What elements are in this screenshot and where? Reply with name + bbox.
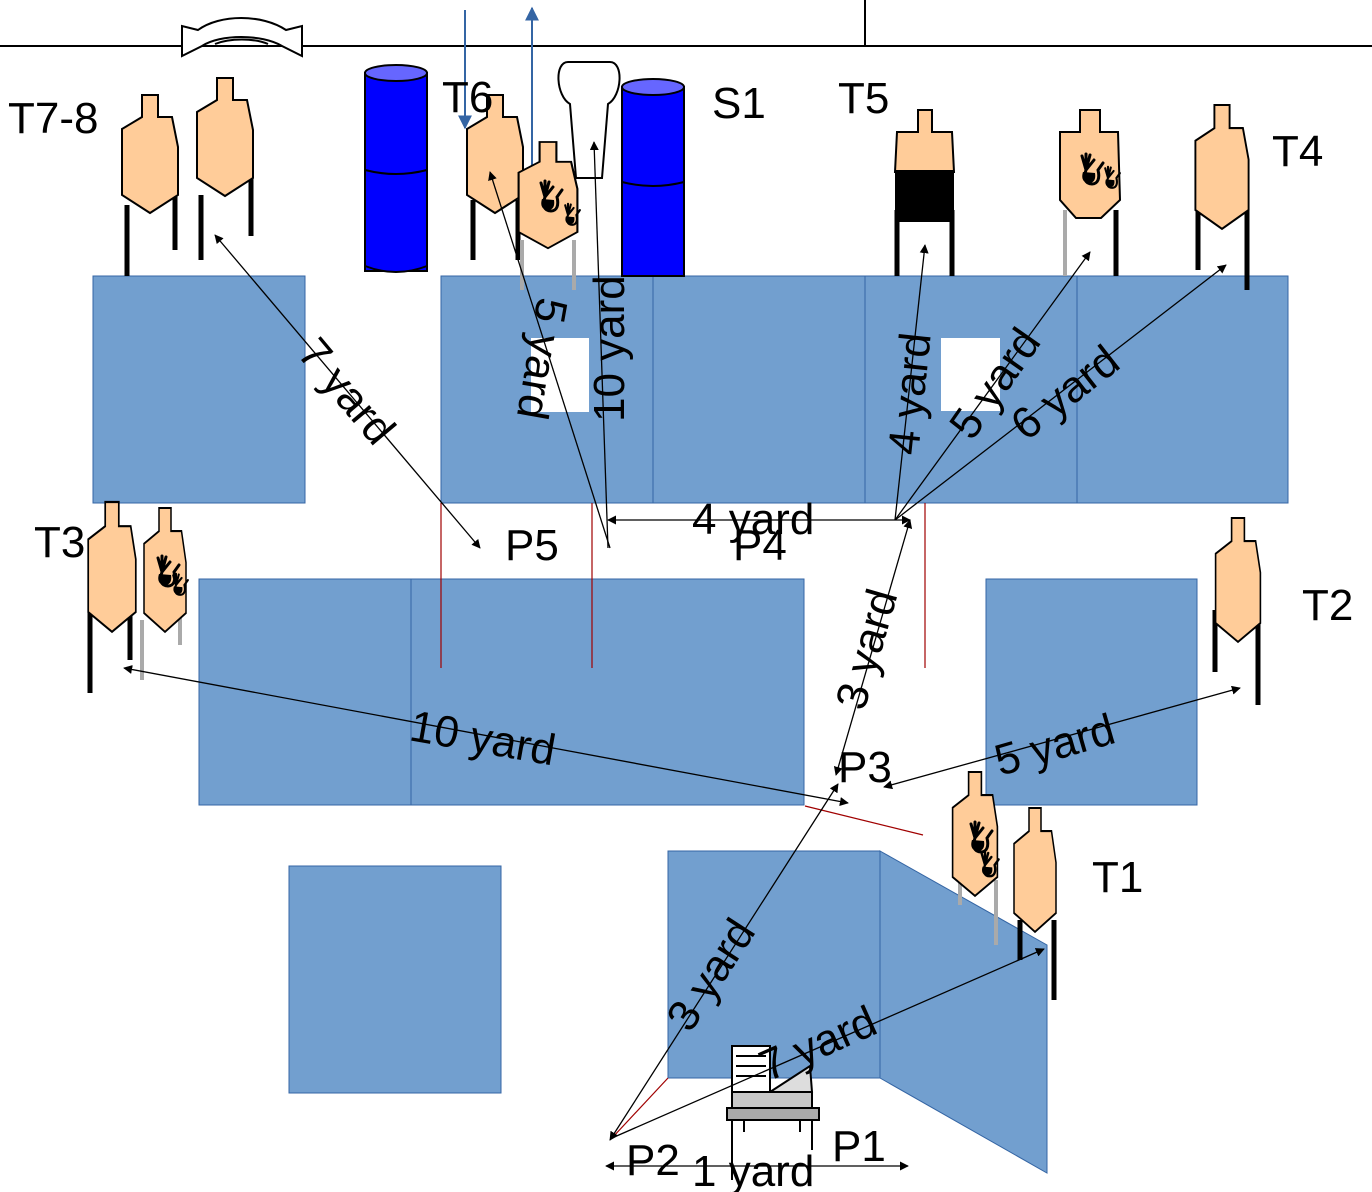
dist-p4-p3: 3 yard — [827, 584, 908, 715]
swinging-arrow-icon — [181, 17, 303, 58]
target-labels: T7-8 T6 S1 T5 T4 T3 T2 T1 — [8, 73, 1353, 902]
target-t1 — [1012, 806, 1058, 1000]
arrow-p4-t4 — [894, 264, 1227, 521]
target-t5-noshoot — [1059, 109, 1122, 276]
target-t8 — [196, 77, 254, 260]
label-s1: S1 — [712, 79, 766, 128]
target-t5-partial — [893, 109, 956, 276]
target-t3-noshoot — [140, 506, 189, 680]
port-left — [531, 338, 589, 412]
dist-t78-p5: 7 yard — [288, 329, 404, 454]
label-t78: T7-8 — [8, 94, 98, 143]
barrel-right — [621, 78, 685, 277]
wall-mid-1 — [198, 578, 412, 806]
distance-arrows — [123, 141, 1241, 1171]
arrow-t78-p5 — [214, 234, 481, 549]
target-t2 — [1212, 516, 1262, 705]
target-t6-noshoot — [517, 140, 581, 290]
arrow-p3-t2 — [883, 685, 1241, 790]
label-p3: P3 — [838, 743, 892, 792]
arrow-p2-p3 — [609, 783, 839, 1141]
arrow-p4-t5b — [894, 251, 1091, 521]
target-t7 — [121, 94, 179, 276]
wall-top-2 — [652, 275, 866, 504]
arrow-p3-t3 — [123, 665, 849, 806]
label-t4: T4 — [1272, 127, 1323, 176]
dist-p2-p1: 1 yard — [692, 1147, 814, 1192]
label-t2: T2 — [1302, 581, 1353, 630]
dist-p5-p4: 4 yard — [692, 495, 814, 544]
wall-bottom-angled — [879, 850, 1048, 1174]
label-p5: P5 — [505, 521, 559, 570]
position-labels: P5 P4 P3 P2 P1 — [505, 521, 892, 1185]
dist-s1: 10 yard — [585, 275, 634, 422]
label-p1: P1 — [832, 1122, 886, 1171]
top-border — [0, 0, 1372, 47]
port-right — [941, 338, 1000, 411]
target-t1-noshoot — [951, 770, 1000, 945]
wall-bottom-left — [288, 865, 502, 1094]
target-t3 — [87, 500, 137, 693]
label-p2: P2 — [626, 1136, 680, 1185]
arrow-p5-t6 — [488, 171, 611, 549]
target-t4 — [1194, 103, 1250, 290]
label-p4: P4 — [733, 521, 787, 570]
label-t3: T3 — [34, 518, 85, 567]
label-t6: T6 — [442, 73, 493, 122]
arrow-p4-t5a — [894, 244, 929, 521]
barrel-left — [364, 64, 428, 273]
label-t1: T1 — [1092, 853, 1143, 902]
arrow-p5-s1 — [589, 141, 609, 549]
wall-top-left — [92, 275, 306, 504]
steel-popper-s1 — [557, 61, 621, 179]
wall-mid-2 — [410, 578, 805, 806]
arrow-p2-t1 — [611, 948, 1045, 1139]
label-t5: T5 — [838, 74, 889, 123]
wall-top-4 — [1076, 275, 1289, 504]
